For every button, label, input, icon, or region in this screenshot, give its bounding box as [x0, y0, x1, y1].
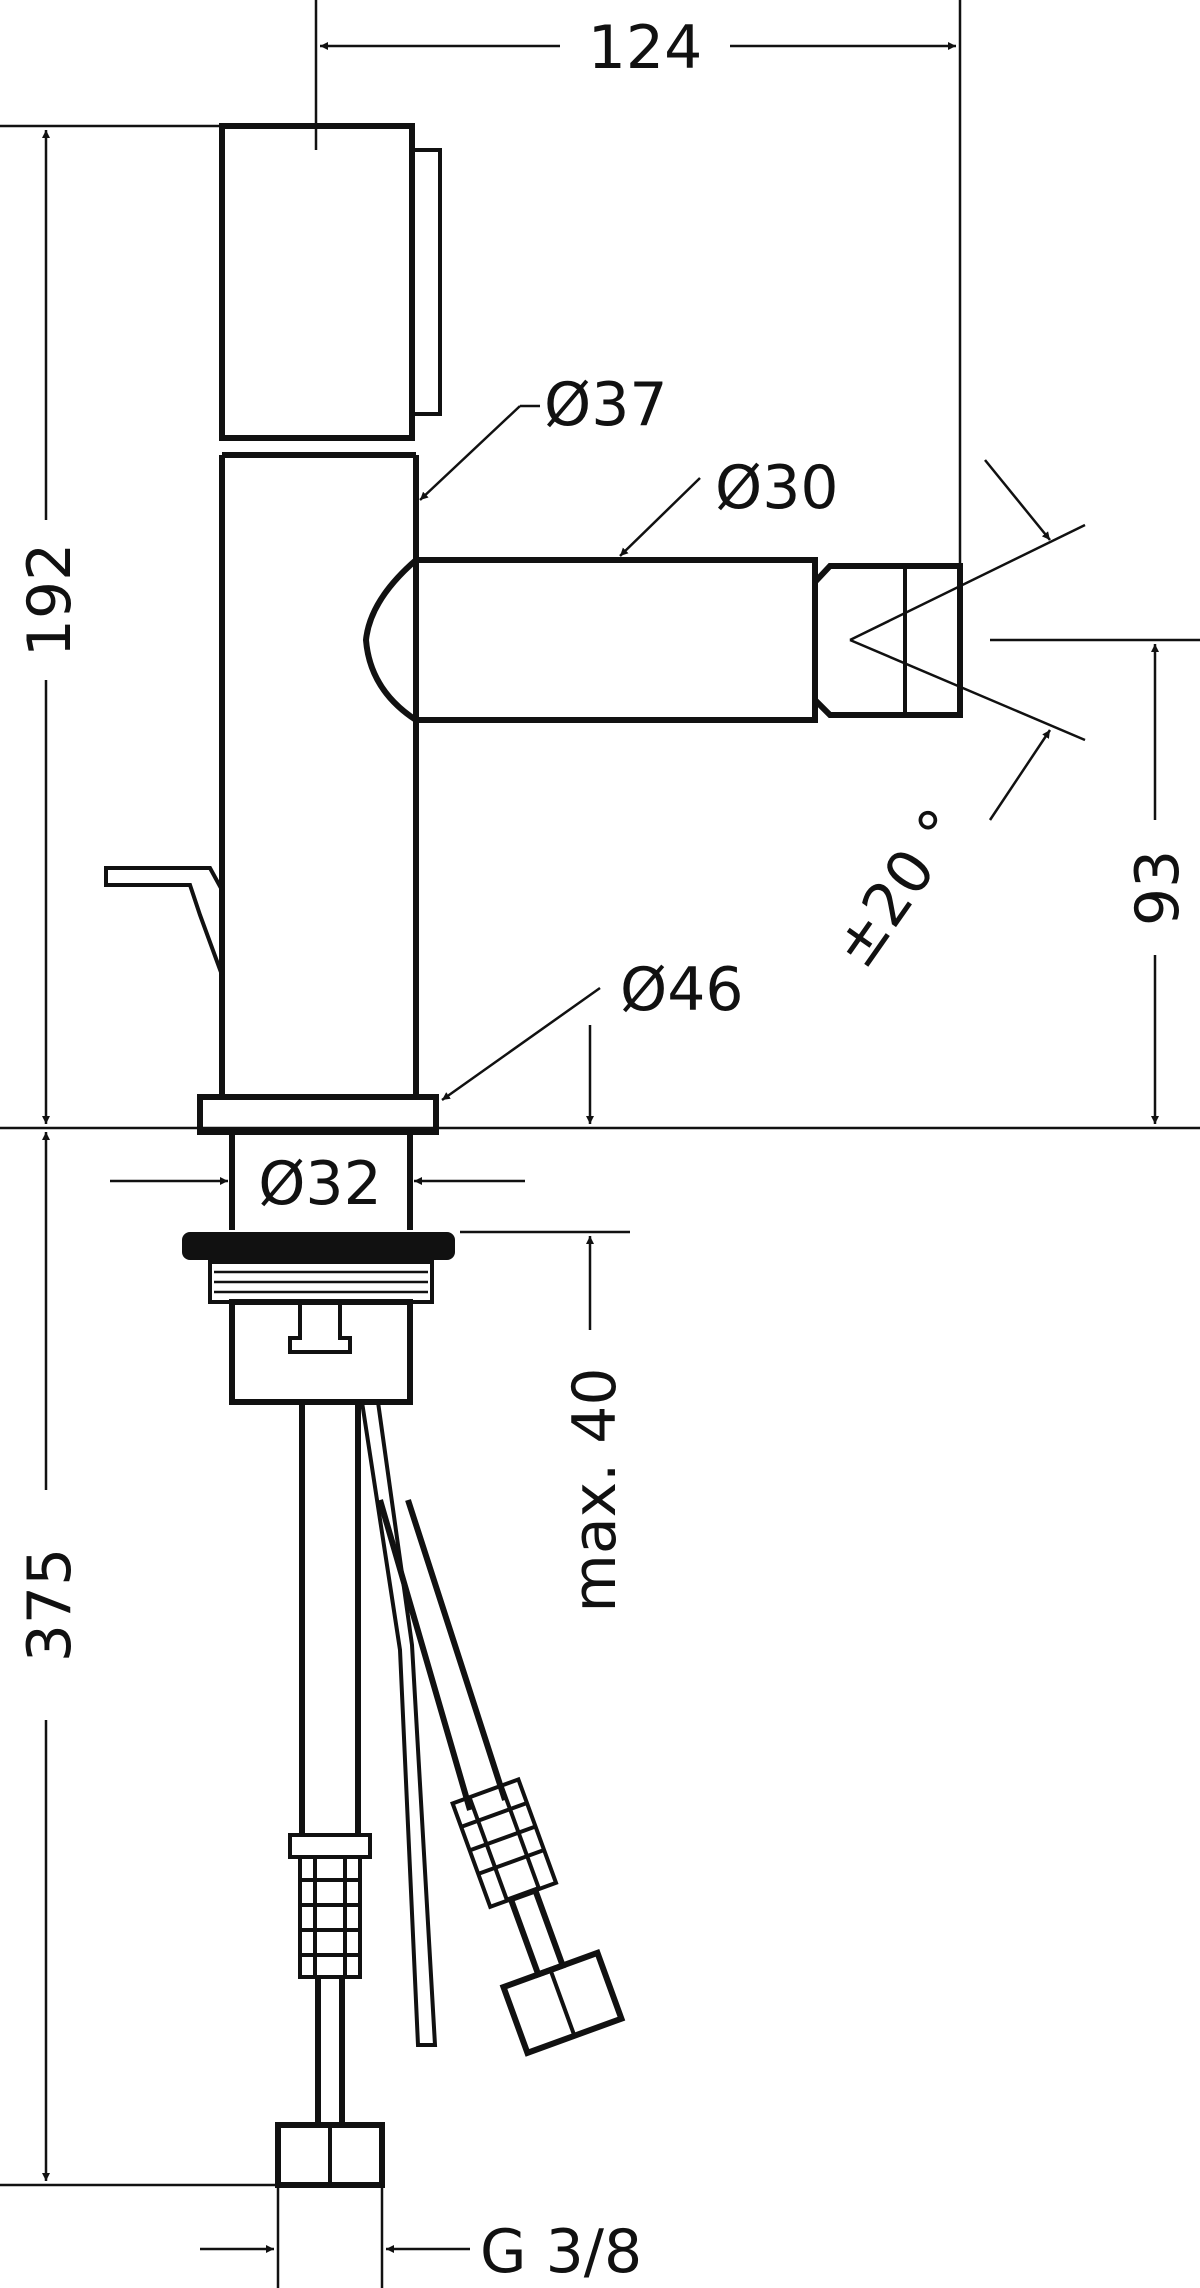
- supply-hose-right: [377, 1499, 626, 2057]
- dim-diameter-46: Ø46: [620, 955, 744, 1025]
- handle-block: [219, 123, 415, 441]
- shank: [229, 1132, 413, 1230]
- popup-rod: [360, 1401, 438, 2047]
- popup-lever: [104, 866, 224, 976]
- dim-angle-20: ±20 °: [820, 796, 978, 980]
- base-flange: [197, 1094, 439, 1135]
- dim-max-40: max. 40: [560, 1367, 630, 1612]
- spout: [362, 557, 818, 723]
- dim-diameter-37: Ø37: [544, 370, 668, 440]
- handle-side-tab: [410, 148, 442, 416]
- dim-diameter-32: Ø32: [258, 1149, 382, 1219]
- dim-below-375: 375: [15, 1548, 85, 1663]
- dim-width-124: 124: [588, 13, 703, 83]
- dim-diameter-30: Ø30: [715, 453, 839, 523]
- mounting-plate: [182, 1232, 455, 1260]
- supply-hose-left: [299, 1402, 361, 1835]
- faucet-body: [104, 123, 963, 1135]
- below-deck-parts: [182, 1132, 626, 2188]
- nut-lower: [229, 1299, 413, 1405]
- dim-spout-93: 93: [1123, 850, 1193, 926]
- hose-fitting-left: [298, 1855, 362, 1979]
- aerator: [812, 563, 963, 718]
- dim-thread-g38: G 3/8: [480, 2217, 642, 2287]
- dim-height-192: 192: [15, 543, 85, 658]
- main-column: [219, 452, 419, 1095]
